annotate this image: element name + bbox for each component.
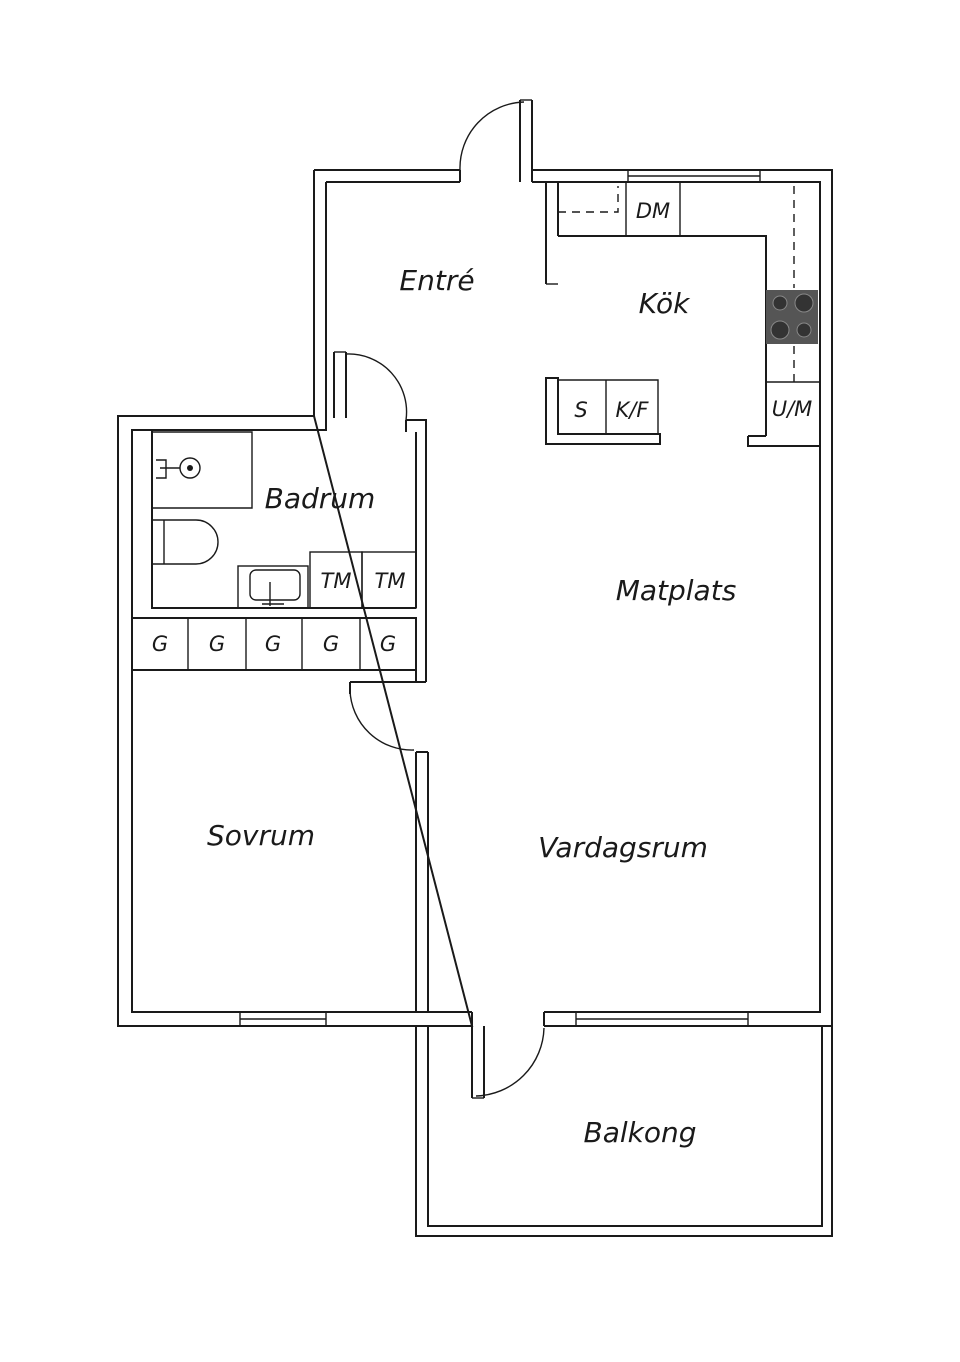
wardrobe-label: G (380, 632, 396, 656)
wardrobe-label: G (265, 632, 281, 656)
wardrobe-label: G (209, 632, 225, 656)
windows (239, 169, 761, 1027)
wardrobe-row (131, 617, 417, 671)
fixture-label-dishwasher: DM (636, 199, 670, 223)
room-label-sovrum: Sovrum (207, 819, 315, 852)
bathroom-walls (151, 351, 427, 682)
room-label-kok: Kök (639, 287, 691, 320)
room-label-badrum: Badrum (265, 482, 376, 515)
fixture-label-washer: TM (321, 569, 352, 593)
room-label-balkong: Balkong (583, 1116, 696, 1149)
wardrobe-label: G (323, 632, 339, 656)
balcony (415, 1012, 833, 1237)
kitchen (545, 182, 820, 447)
room-label-matplats: Matplats (616, 574, 737, 607)
fixture-label-fridge-freezer: K/F (616, 398, 650, 422)
fixture-label-dryer: TM (375, 569, 406, 593)
fixture-label-sink: S (574, 398, 587, 422)
fixture-label-oven-microwave: U/M (772, 397, 813, 421)
room-label-vardagsrum: Vardagsrum (538, 831, 708, 864)
entrance-door (459, 99, 533, 182)
wardrobe-label: G (152, 632, 168, 656)
room-label-entre: Entré (399, 264, 474, 297)
bedroom-walls (349, 670, 429, 1012)
